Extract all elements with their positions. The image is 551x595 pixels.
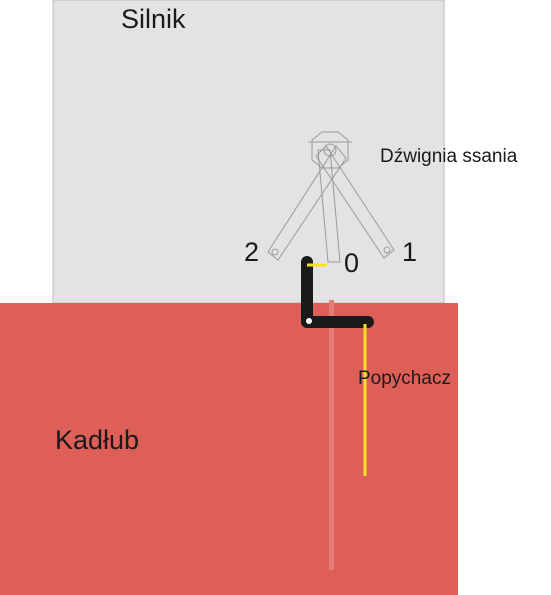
choke-lever-label: Dźwignia ssania <box>380 146 518 167</box>
lever-arm-2-end-hole <box>271 248 279 256</box>
hull-block <box>0 303 458 595</box>
lever-arm-position-1 <box>315 145 395 259</box>
lever-arm-1-end-hole <box>383 246 391 254</box>
position-0-label: 0 <box>344 248 360 278</box>
pusher-label: Popychacz <box>358 368 451 389</box>
engine-block <box>52 0 445 304</box>
lever-ghost-positions <box>267 131 395 263</box>
lever-arm-position-2 <box>267 145 347 261</box>
position-2-label: 2 <box>244 237 260 267</box>
engine-label: Silnik <box>121 4 186 34</box>
position-1-label: 1 <box>402 237 418 267</box>
pusher-rod-track <box>329 300 334 570</box>
lever-pivot-housing <box>311 131 349 169</box>
hull-label: Kadłub <box>55 425 140 455</box>
lever-joint <box>306 318 312 324</box>
lever-arm-position-0 <box>317 149 341 263</box>
